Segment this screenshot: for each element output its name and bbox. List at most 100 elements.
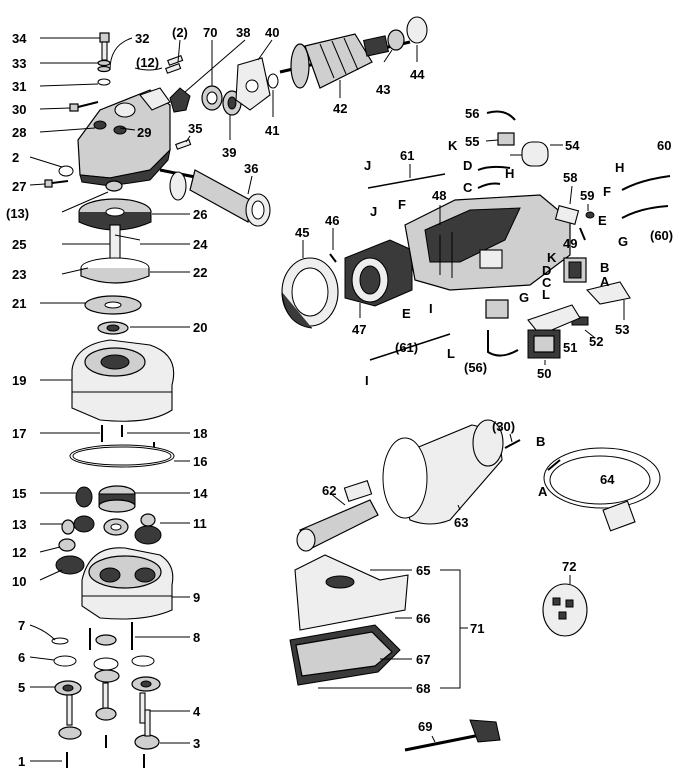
part-47-field xyxy=(344,239,413,307)
part-45-end-cover xyxy=(281,257,339,329)
part-58-clamp xyxy=(554,204,580,226)
part-7-washer xyxy=(51,637,69,645)
letter-A-switch: A xyxy=(600,274,610,289)
part-20-bearing xyxy=(97,321,129,335)
part-63-cylinder xyxy=(382,419,504,525)
letter-L-switch: L xyxy=(542,287,550,302)
part-11-gear xyxy=(103,513,162,545)
part-6-circlip xyxy=(53,655,77,667)
callout-25: 25 xyxy=(12,237,26,252)
part-19-gear-case xyxy=(71,339,175,422)
part-1-screws xyxy=(66,735,145,768)
callout-40: 40 xyxy=(265,25,279,40)
letter-C-top: C xyxy=(463,180,473,195)
callout-28: 28 xyxy=(12,125,26,140)
callout-49: 49 xyxy=(563,236,577,251)
part-39-bearing xyxy=(201,85,242,116)
part-15-gear xyxy=(75,486,93,508)
callout-61-paren: (61) xyxy=(395,340,418,355)
part-61-wire xyxy=(367,173,446,189)
callout-32: 32 xyxy=(135,31,149,46)
part-16-gasket xyxy=(69,444,175,468)
part-2-washer xyxy=(58,165,74,177)
callout-35: 35 xyxy=(188,121,202,136)
callout-47: 47 xyxy=(352,322,366,337)
part-49-screw xyxy=(579,227,586,241)
callout-60-paren: (60) xyxy=(650,228,673,243)
callout-62: 62 xyxy=(322,483,336,498)
callout-5: 5 xyxy=(18,680,25,695)
part-10-gear xyxy=(55,555,85,575)
part-12-gear xyxy=(58,538,76,552)
part-64-power-cable xyxy=(543,447,661,532)
callout-29: 29 xyxy=(137,125,151,140)
callout-21: 21 xyxy=(12,296,26,311)
callout-39: 39 xyxy=(222,145,236,160)
callout-24: 24 xyxy=(193,237,208,252)
callout-50: 50 xyxy=(537,366,551,381)
part-30-screw-b xyxy=(504,439,521,449)
part-67-base-plate xyxy=(289,624,401,686)
part-14-large-gear xyxy=(98,485,136,513)
part-43-bearing xyxy=(387,29,405,51)
callout-58: 58 xyxy=(563,170,577,185)
letter-E-right: E xyxy=(598,213,607,228)
callout-26: 26 xyxy=(193,207,207,222)
callout-68: 68 xyxy=(416,681,430,696)
callout-55: 55 xyxy=(465,134,479,149)
callout-2-paren: (2) xyxy=(172,25,188,40)
callout-71: 71 xyxy=(470,621,484,636)
letter-C-switch: C xyxy=(542,275,552,290)
part-36-side-handle xyxy=(159,168,271,227)
callout-1: 1 xyxy=(18,754,25,769)
callout-8: 8 xyxy=(193,630,200,645)
letter-G-right: G xyxy=(618,234,628,249)
part-38-pinion-gear xyxy=(169,87,191,113)
callout-60: 60 xyxy=(657,138,671,153)
callout-66: 66 xyxy=(416,611,430,626)
callout-6: 6 xyxy=(18,650,25,665)
part-59-screw xyxy=(585,211,595,219)
callout-61: 61 xyxy=(400,148,414,163)
callout-30-paren: (30) xyxy=(492,419,515,434)
callout-51: 51 xyxy=(563,340,577,355)
part-56-wire xyxy=(486,110,516,121)
callout-20: 20 xyxy=(193,320,207,335)
callout-44: 44 xyxy=(410,67,425,82)
letter-A-cable: A xyxy=(538,484,548,499)
callout-22: 22 xyxy=(193,265,207,280)
part-34-screw xyxy=(99,32,110,61)
part-48-motor-housing xyxy=(404,194,571,291)
callout-19: 19 xyxy=(12,373,26,388)
callout-64: 64 xyxy=(600,472,615,487)
callout-23: 23 xyxy=(12,267,26,282)
callout-41: 41 xyxy=(265,123,279,138)
callout-43: 43 xyxy=(376,82,390,97)
callout-13-paren: (13) xyxy=(6,206,29,221)
callout-4: 4 xyxy=(193,704,201,719)
callout-42: 42 xyxy=(333,101,347,116)
callout-3: 3 xyxy=(193,736,200,751)
callout-12-paren: (12) xyxy=(136,55,159,70)
part-22-bearing-housing xyxy=(80,257,150,284)
callout-30: 30 xyxy=(12,102,26,117)
part-13-spacer xyxy=(105,180,123,192)
part-27-screw xyxy=(44,179,69,188)
callout-38: 38 xyxy=(236,25,250,40)
letter-J-mid: J xyxy=(370,204,377,219)
callout-65: 65 xyxy=(416,563,430,578)
connection-letters: K J D H C H F F J E G K B D A C L G E I … xyxy=(364,138,628,499)
callout-14: 14 xyxy=(193,486,208,501)
callout-15: 15 xyxy=(12,486,26,501)
letter-I-mid: I xyxy=(429,301,433,316)
part-56-wire-lower xyxy=(487,330,519,357)
part-44-cap xyxy=(406,16,428,44)
part-5-bearing xyxy=(54,680,82,696)
callout-16: 16 xyxy=(193,454,207,469)
part-50-switch xyxy=(527,329,561,359)
part-41-washer xyxy=(267,73,279,89)
part-62-tube xyxy=(296,479,379,552)
part-31-washer xyxy=(97,78,111,86)
part-4-spindles xyxy=(58,682,160,750)
callout-33: 33 xyxy=(12,56,26,71)
